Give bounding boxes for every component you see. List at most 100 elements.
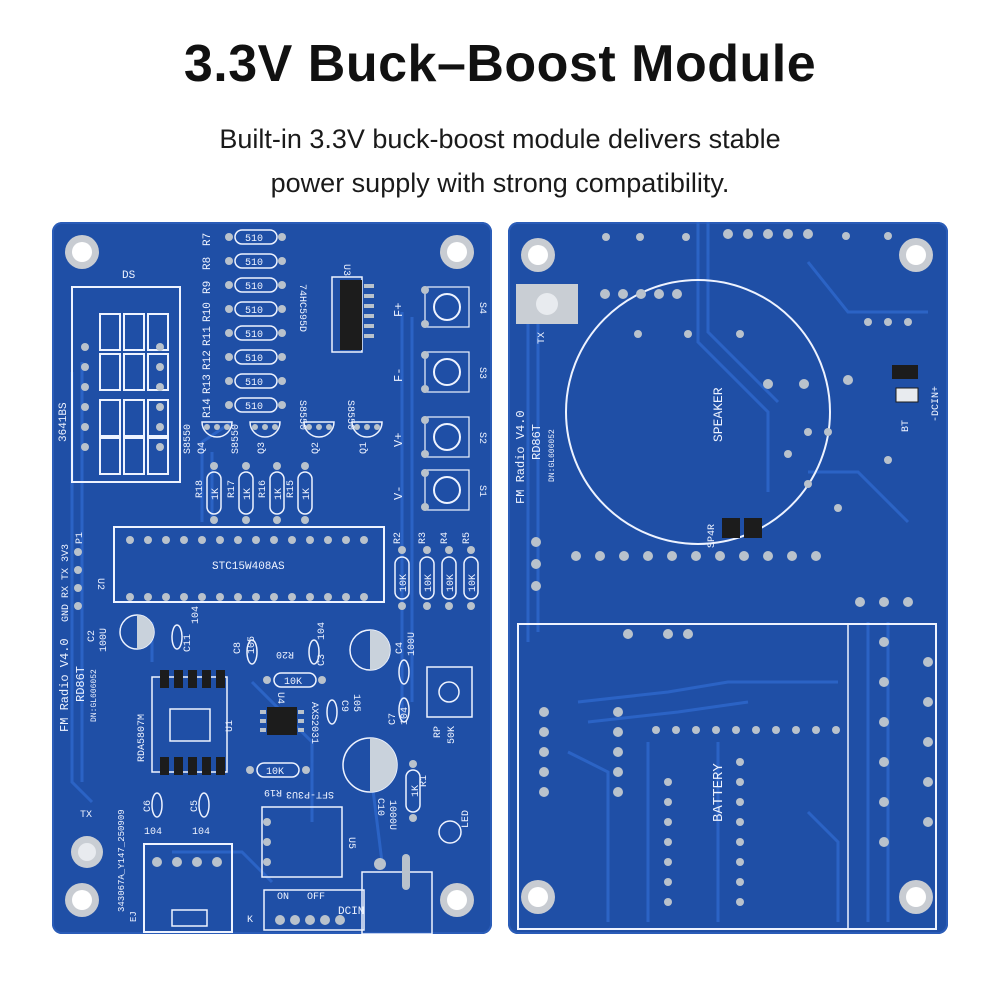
header-pins-label: GND RX TX 3V3 — [61, 544, 72, 622]
tx-label: TX — [80, 810, 92, 821]
button-s2-ref: S2 — [476, 432, 487, 444]
q4-ref: Q4 — [197, 442, 208, 454]
rda-label: RDA5807M — [137, 714, 148, 762]
u3-part-label: 74HC595D — [296, 284, 307, 332]
u4-chip — [267, 707, 297, 735]
q4-part: S8550 — [183, 424, 194, 454]
rda-pads-bottom — [160, 757, 225, 775]
back-fm-text: FM Radio V4.0 — [514, 410, 528, 504]
r4-value: 10K — [446, 574, 457, 592]
r7-value: 510 — [245, 234, 263, 245]
rp-label: RP — [433, 726, 444, 738]
fm-radio-text: FM Radio V4.0 — [58, 638, 72, 732]
dn-text: DN:GL606052 — [90, 669, 99, 722]
dcin-outline — [361, 871, 433, 934]
r1-body — [405, 769, 421, 813]
power-switch-pins — [275, 915, 345, 925]
c7-label: C7 — [388, 713, 399, 725]
r13-label: R13 — [202, 374, 214, 394]
c2-value: 100U — [99, 628, 110, 652]
c4-label: C4 — [395, 642, 406, 654]
pcb-back: TX SPEAKER BT -DCIN+ FM Radio V4.0 RD86T… — [508, 222, 948, 934]
r11-label: R11 — [202, 326, 214, 346]
r20-label: R20 — [276, 648, 294, 659]
q3-part: S8550 — [231, 424, 242, 454]
header-p1-pins — [74, 548, 82, 610]
r20-value: 10K — [284, 677, 302, 688]
c6-value: 104 — [144, 827, 162, 838]
seven-segment-digits — [99, 313, 169, 475]
c8-value: 105 — [247, 636, 258, 654]
transistors — [201, 421, 383, 438]
q3-ref: Q3 — [257, 442, 268, 454]
c9-value: 105 — [350, 694, 361, 712]
r12-label: R12 — [202, 350, 214, 370]
r10-value: 510 — [245, 306, 263, 317]
u2-ref: U2 — [94, 578, 105, 590]
u5-ref: U5 — [345, 837, 356, 849]
u3-chip — [340, 280, 362, 350]
u3-pins — [364, 284, 374, 338]
mounting-holes — [65, 235, 474, 917]
r17-value: 1K — [243, 488, 254, 500]
speaker-outline — [565, 279, 831, 545]
r13-value: 510 — [245, 378, 263, 389]
via-pads — [531, 229, 933, 906]
c3-label: C3 — [317, 654, 328, 666]
r14-label: R14 — [202, 398, 214, 418]
audio-jack-outline — [143, 843, 233, 933]
r18-label: R18 — [195, 480, 206, 498]
r20-body — [273, 672, 317, 688]
r7-label: R7 — [202, 233, 214, 246]
rp-outline — [426, 666, 473, 718]
sft-label: SFT-P3U3 — [286, 788, 334, 799]
button-s4-ref: S4 — [476, 302, 487, 314]
led-outline — [438, 820, 462, 844]
u1-ref: U1 — [225, 720, 236, 732]
display-part-label: 3641BS — [58, 402, 70, 442]
header-p1-ref: P1 — [75, 532, 86, 544]
k-label: K — [247, 915, 253, 926]
u3-ref-label: U3 — [340, 264, 351, 276]
c5-value: 104 — [192, 827, 210, 838]
mcu-outline — [113, 526, 385, 603]
subtitle-line-1: Built-in 3.3V buck-boost module delivers… — [219, 124, 781, 154]
r5-label: R5 — [462, 532, 473, 544]
display-pads — [81, 343, 164, 451]
r3-value: 10K — [424, 574, 435, 592]
u4-ref: U4 — [274, 692, 285, 704]
ej-label: EJ — [129, 911, 139, 922]
battery-holder-outline — [517, 623, 937, 930]
tactile-buttons — [421, 286, 470, 511]
r15-label: R15 — [286, 480, 297, 498]
c11-label: C11 — [183, 634, 194, 652]
r10-label: R10 — [202, 302, 214, 322]
c4-value: 100U — [407, 632, 418, 656]
speaker-label: SPEAKER — [711, 387, 726, 442]
rda-pads-top — [160, 670, 225, 688]
r16-label: R16 — [258, 480, 269, 498]
capacitors — [119, 614, 410, 818]
button-s1-ref: S1 — [476, 485, 487, 497]
c3-value: 104 — [317, 622, 328, 640]
serial-label: 343067A_Y147_250909 — [117, 809, 127, 912]
r8-value: 510 — [245, 258, 263, 269]
back-tx-label: TX — [537, 332, 548, 344]
power-switch-outline — [263, 889, 365, 931]
r18-value: 1K — [211, 488, 222, 500]
display-ref-label: DS — [122, 270, 136, 282]
resistors-right — [394, 546, 479, 610]
dcin-label: DCIN — [338, 906, 364, 918]
button-f-plus-label: F+ — [392, 303, 406, 317]
c8-label: C8 — [233, 642, 244, 654]
subtitle-line-2: power supply with strong compatibility. — [270, 168, 730, 198]
c6-label: C6 — [143, 800, 154, 812]
mcu-label: STC15W408AS — [212, 561, 285, 573]
mcu-pins — [126, 536, 368, 601]
back-dn-text: DN:GL606052 — [548, 429, 557, 482]
led-label: LED — [461, 810, 472, 828]
r1-value: 1K — [411, 785, 422, 797]
r19-label: R19 — [264, 786, 282, 797]
c10-value: 1000U — [386, 800, 397, 830]
dcin-plus-label: -DCIN+ — [931, 386, 942, 422]
